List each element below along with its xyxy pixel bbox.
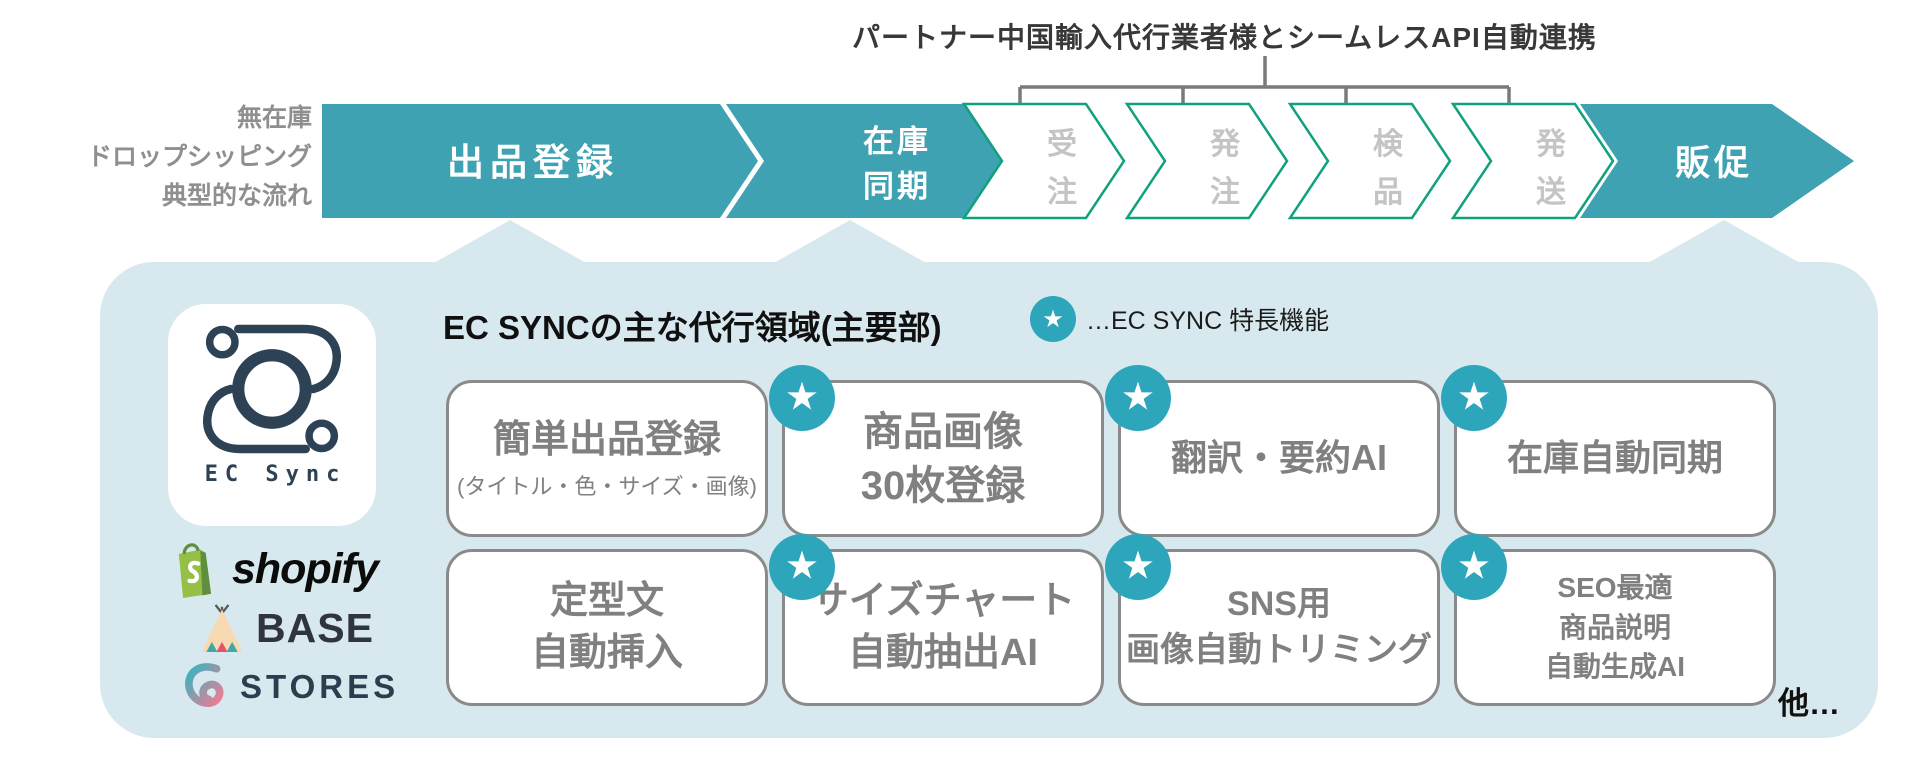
platform-shopify: shopify: [170, 540, 379, 598]
star-badge-icon: ★: [769, 365, 835, 431]
feature-box-size-chart-ai: ★ サイズチャート 自動抽出AI: [769, 534, 1104, 706]
feature-line: サイズチャート: [810, 580, 1076, 623]
chevron-shape: [1287, 102, 1452, 220]
feature-line: 画像自動トリミング: [1126, 630, 1432, 669]
api-integration-caption: パートナー中国輸入代行業者様とシームレスAPI自動連携: [852, 22, 1597, 53]
flow-step-shipping: 発 送: [1450, 102, 1615, 220]
step-label: 受: [1047, 128, 1077, 161]
feature-line: 定型文: [549, 580, 664, 623]
step-label: 出品登録: [447, 142, 619, 183]
flow-step-promotion: 販促: [1580, 104, 1854, 218]
step-label: 発: [1209, 128, 1241, 161]
chevron-shape: [1580, 104, 1854, 218]
chevron-shape: [1450, 102, 1615, 220]
more-features-label: 他…: [1778, 686, 1840, 721]
feature-box-translation-ai: ★ 翻訳・要約AI: [1105, 365, 1440, 537]
feature-line: 商品画像: [863, 409, 1023, 454]
star-badge-icon: ★: [1030, 296, 1076, 342]
shopify-bag-icon: [178, 543, 212, 598]
flow-step-order-placed: 発 注: [1124, 102, 1289, 220]
feature-box-product-images: ★ 商品画像 30枚登録: [769, 365, 1104, 537]
feature-box-stock-auto-sync: ★ 在庫自動同期: [1441, 365, 1776, 537]
chevron-shape: [1124, 102, 1289, 220]
feature-legend: ★ …EC SYNC 特長機能: [1030, 296, 1329, 342]
star-badge-icon: ★: [769, 534, 835, 600]
feature-box-easy-listing: 簡単出品登録 (タイトル・色・サイズ・画像): [446, 380, 768, 537]
star-badge-icon: ★: [1105, 365, 1171, 431]
legend-label: …EC SYNC 特長機能: [1086, 307, 1330, 335]
flow-step-order-received: 受 注: [961, 102, 1126, 220]
step-label: 販促: [1675, 144, 1753, 183]
feature-line: 翻訳・要約AI: [1170, 437, 1387, 479]
feature-line: SEO最適: [1557, 571, 1673, 603]
stores-swirl-icon: [185, 663, 224, 707]
step-label: 同期: [863, 169, 931, 204]
chevron-shape: [961, 102, 1126, 220]
stores-wordmark: STORES: [240, 668, 400, 705]
flow-side-label: 無在庫 ドロップシッピング 典型的な流れ: [40, 99, 312, 216]
chevron-shape: [322, 104, 758, 218]
step-label: 発: [1535, 128, 1567, 161]
step-label: 注: [1047, 176, 1077, 209]
base-tent-icon: [201, 604, 243, 652]
feature-line: 30枚登録: [860, 463, 1026, 508]
feature-line: 自動挿入: [530, 631, 683, 674]
feature-line: 簡単出品登録: [492, 419, 721, 461]
side-label-line: ドロップシッピング: [86, 143, 312, 171]
feature-line: 自動抽出AI: [847, 631, 1038, 674]
flow-step-stock-sync: 在庫 同期: [726, 104, 1038, 218]
feature-line: 商品説明: [1558, 611, 1671, 643]
side-label-line: 典型的な流れ: [161, 182, 312, 210]
step-label: 検: [1373, 128, 1404, 161]
ec-sync-logo-icon: [203, 324, 341, 454]
feature-subtext: (タイトル・色・サイズ・画像): [457, 474, 757, 500]
feature-box-template-text: 定型文 自動挿入: [446, 549, 768, 706]
feature-line: 在庫自動同期: [1506, 437, 1723, 479]
ec-sync-brand-name: EC Sync: [204, 462, 347, 487]
feature-box-sns-trimming: ★ SNS用 画像自動トリミング: [1105, 534, 1440, 706]
platform-stores: STORES: [180, 660, 399, 714]
flow-step-listing: 出品登録: [322, 104, 758, 218]
flow-step-inspection: 検 品: [1287, 102, 1452, 220]
chevron-shape: [726, 104, 1038, 218]
feature-line: SNS用: [1227, 584, 1331, 623]
feature-line: 自動生成AI: [1544, 651, 1685, 683]
star-badge-icon: ★: [1105, 534, 1171, 600]
star-badge-icon: ★: [1441, 534, 1507, 600]
star-badge-icon: ★: [1441, 365, 1507, 431]
panel-heading: EC SYNCの主な代行領域(主要部): [443, 309, 942, 346]
step-label: 在庫: [863, 124, 931, 159]
side-label-line: 無在庫: [236, 104, 312, 132]
step-label: 送: [1536, 176, 1566, 209]
step-label: 注: [1210, 176, 1240, 209]
ec-sync-logo-card: EC Sync: [168, 304, 376, 526]
step-label: 品: [1373, 176, 1403, 209]
bracket-connector: [1018, 56, 1511, 105]
shopify-wordmark: shopify: [232, 544, 379, 593]
base-wordmark: BASE: [256, 604, 374, 651]
process-flow-diagram: 出品登録 在庫 同期 受 注 発 注 検 品 発 送 販促: [322, 56, 1854, 220]
platform-base: BASE: [198, 601, 374, 655]
feature-box-seo-description-ai: ★ SEO最適 商品説明 自動生成AI: [1441, 534, 1776, 706]
